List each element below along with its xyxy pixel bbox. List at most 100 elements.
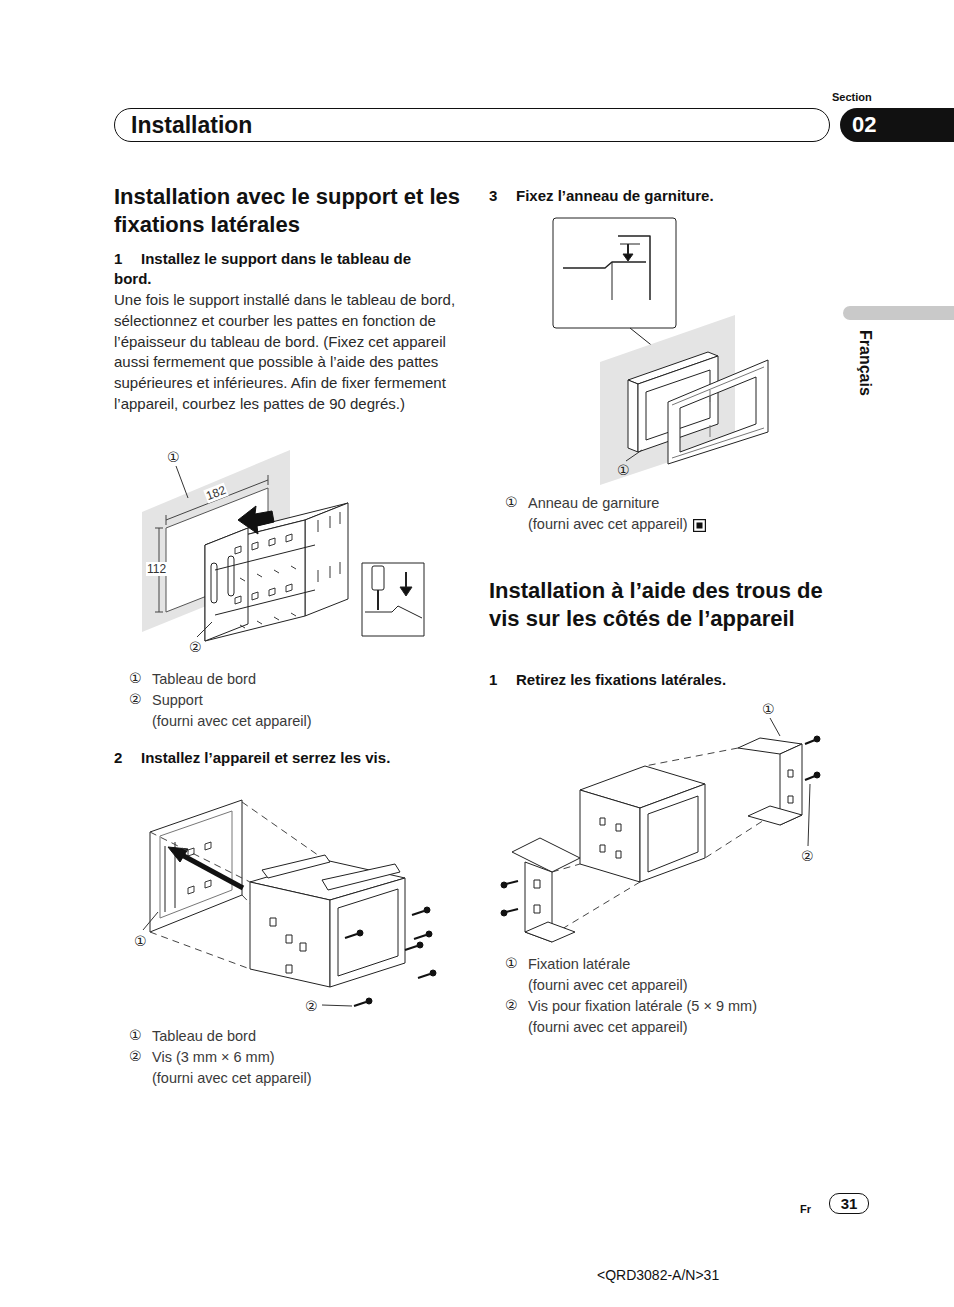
illustration-shape xyxy=(788,770,793,777)
illustration-shape xyxy=(814,736,820,742)
language-tab: Français xyxy=(856,330,874,396)
illustration-shape xyxy=(300,943,306,951)
document-code: <QRD3082-A/N>31 xyxy=(597,1267,719,1283)
illustration-shape xyxy=(400,587,412,596)
illustration-shape xyxy=(354,1002,366,1006)
illustration-shape xyxy=(330,878,405,987)
illustration-shape xyxy=(150,800,242,932)
legend-text: Tableau de bord xyxy=(152,670,256,688)
legend-text: Anneau de garniture xyxy=(528,494,659,512)
illustration-shape xyxy=(805,740,815,744)
illustration-shape xyxy=(748,806,802,825)
illustration-shape xyxy=(430,970,436,976)
node-text: 02 xyxy=(852,112,876,138)
illustration-shape xyxy=(205,520,305,641)
illustration-shape xyxy=(506,909,518,912)
callout-number: ② xyxy=(305,998,318,1014)
illustration-shape xyxy=(338,889,398,976)
illustration-shape xyxy=(563,262,646,268)
page-number-box: 31 xyxy=(829,1193,869,1214)
illustration-shape xyxy=(305,503,348,616)
step-title: Installez l’appareil et serrez les vis. xyxy=(141,748,390,768)
legend-text: Vis pour fixation latérale (5 × 9 mm) xyxy=(528,997,757,1015)
illustration-shape xyxy=(211,563,217,603)
legend-text: (fourni avec cet appareil) xyxy=(528,1018,688,1036)
illustration-shape xyxy=(417,942,423,948)
callout-number: ② xyxy=(801,848,814,864)
illustration-shape xyxy=(612,262,613,300)
illustration-shape xyxy=(843,306,954,320)
illustration-shape xyxy=(197,622,212,637)
illustration-shape xyxy=(150,802,330,987)
illustration-shape xyxy=(318,512,340,582)
step-number: 3 xyxy=(489,186,497,206)
illustration-shape xyxy=(286,935,292,943)
callout-number: ② xyxy=(505,997,518,1013)
callout-number: ① xyxy=(505,955,518,971)
illustration-shape xyxy=(640,784,705,882)
illustration-shape xyxy=(534,905,540,913)
illustration-shape xyxy=(645,748,738,766)
illustration-shape xyxy=(372,566,384,590)
section-label: Section xyxy=(832,91,872,103)
illustration-shape xyxy=(240,613,296,628)
illustration-shape xyxy=(814,772,820,778)
illustration-shape xyxy=(405,946,417,950)
node-text: 31 xyxy=(841,1195,858,1212)
callout-number: ② xyxy=(129,1048,142,1064)
illustration-shape xyxy=(150,832,250,882)
illustration-shape xyxy=(150,932,250,969)
illustration-shape xyxy=(697,523,703,529)
illustration-shape xyxy=(405,572,407,588)
illustration-shape xyxy=(672,367,764,458)
callout-number: ① xyxy=(129,1027,142,1043)
legend-text: Fixation latérale xyxy=(528,955,630,973)
illustration-shape xyxy=(182,855,243,888)
illustration-shape xyxy=(552,748,772,935)
callout-number: ② xyxy=(189,639,202,655)
illustration-shape xyxy=(235,534,292,554)
illustration-shape xyxy=(616,851,621,858)
section-heading: Installation avec le support et les fixa… xyxy=(114,183,469,239)
illustration-shape xyxy=(250,882,330,987)
illustration-shape xyxy=(166,515,167,525)
illustration-shape xyxy=(377,590,379,610)
illustration-shape xyxy=(694,520,706,532)
illustration-shape xyxy=(268,475,269,485)
illustration-shape xyxy=(623,254,633,261)
illustration-shape xyxy=(628,380,638,452)
illustration-shape xyxy=(525,922,575,942)
callout-number: ① xyxy=(134,933,147,949)
callout-number: ① xyxy=(167,449,180,465)
illustration-shape xyxy=(238,506,274,534)
illustration-shape xyxy=(620,244,640,245)
illustration-shape xyxy=(345,934,357,938)
legend-text: Tableau de bord xyxy=(152,1027,256,1045)
illustration-shape xyxy=(705,815,772,858)
illustration-shape xyxy=(345,907,436,1006)
illustration-shape xyxy=(286,965,292,973)
body-text: Une fois le support installé dans le tab… xyxy=(114,290,459,415)
illustration-shape xyxy=(262,855,330,878)
illustration-shape xyxy=(362,563,424,636)
illustration-shape xyxy=(501,882,507,888)
step-number: 1 xyxy=(489,670,497,690)
illustration-shape xyxy=(501,736,820,916)
illustration-shape xyxy=(155,612,163,613)
illustration-shape xyxy=(143,912,158,930)
illustration-shape xyxy=(418,974,430,978)
illustration-shape xyxy=(176,466,188,498)
illustration-shape xyxy=(626,450,642,461)
node-text: Installation xyxy=(131,112,252,139)
language-code: Fr xyxy=(800,1203,811,1215)
step-number: 1 xyxy=(114,249,122,269)
illustration-shape xyxy=(322,864,400,890)
step-title: Fixez l’anneau de garniture. xyxy=(516,186,714,206)
illustration-shape xyxy=(788,796,793,803)
step-title: Installez le support dans le tableau de … xyxy=(114,249,449,289)
illustration-shape xyxy=(357,930,363,936)
illustration-shape xyxy=(240,566,296,581)
illustration-shape xyxy=(648,796,698,872)
illustration-shape xyxy=(616,824,621,831)
end-mark xyxy=(693,519,706,532)
